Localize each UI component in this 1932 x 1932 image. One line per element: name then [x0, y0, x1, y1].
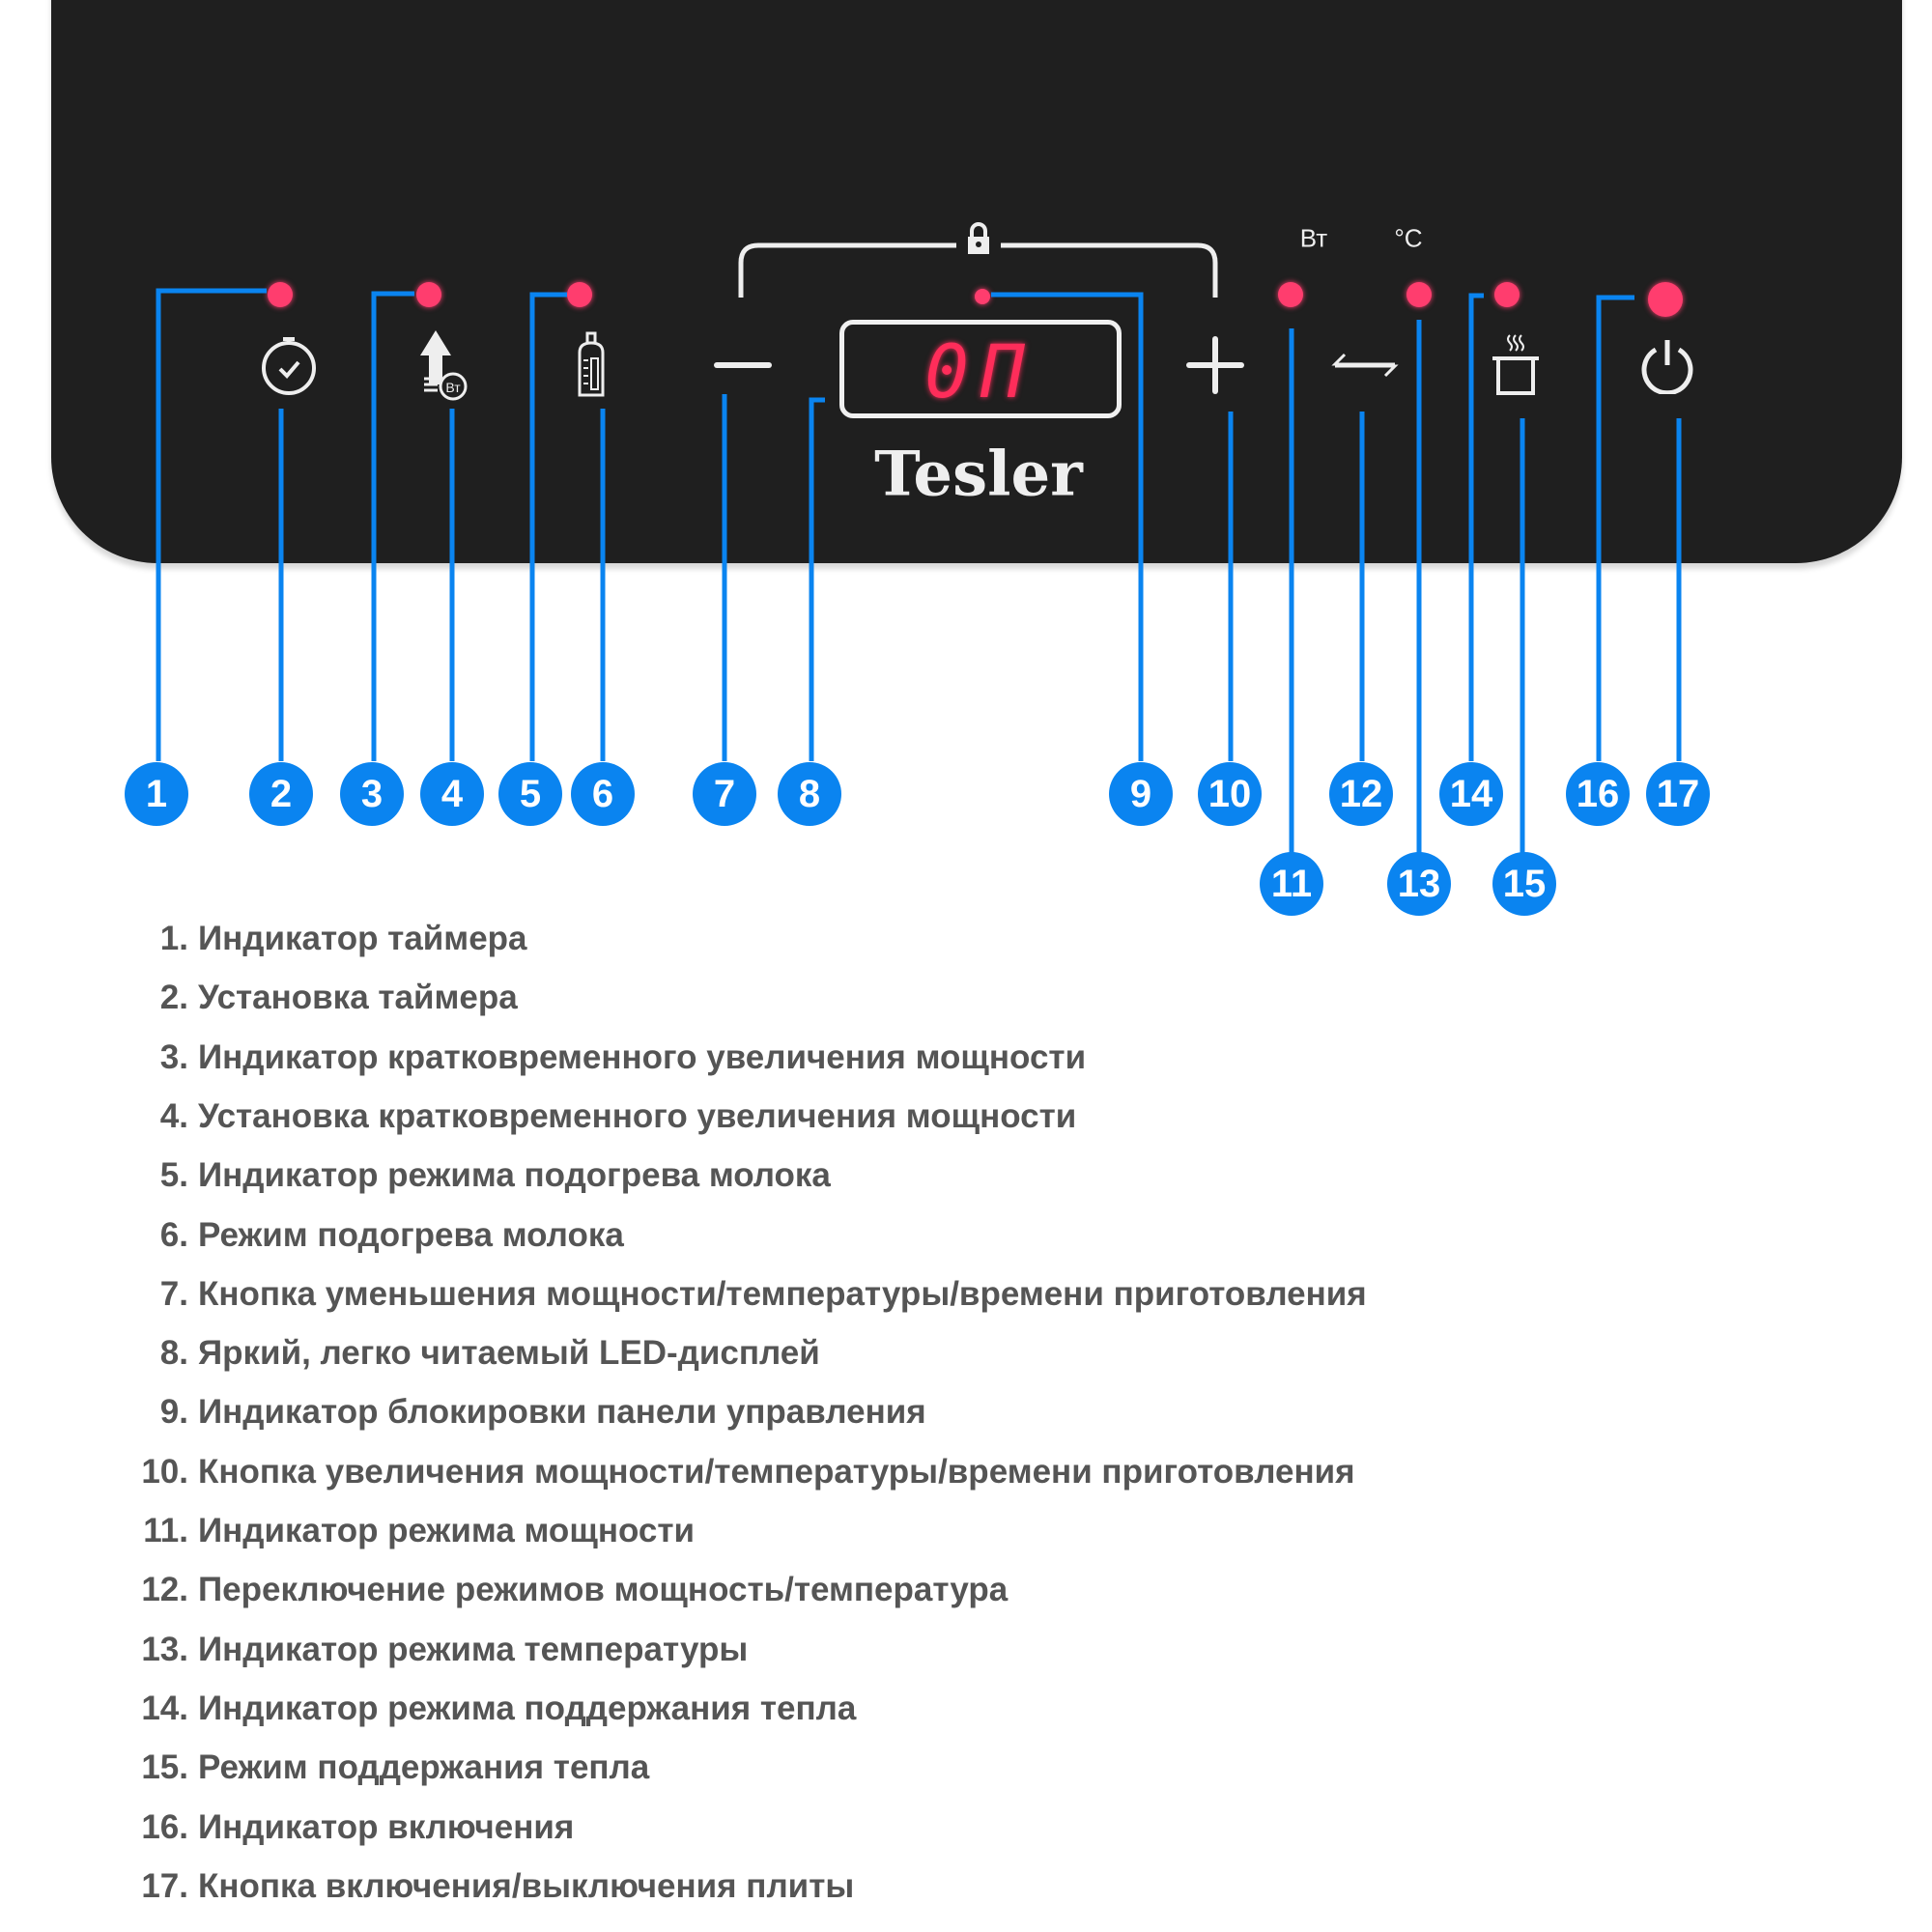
legend-number: 8.	[159, 1334, 188, 1373]
lock-bracket	[738, 242, 1218, 298]
temp-mode-indicator	[1406, 282, 1432, 307]
callout-13: 13	[1387, 852, 1451, 916]
brand-logo: Tesler	[874, 438, 1083, 511]
legend-text: Кнопка уменьшения мощности/температуры/в…	[198, 1274, 1367, 1313]
legend-text: Режим поддержания тепла	[198, 1748, 650, 1787]
legend-text: Индикатор режима поддержания тепла	[198, 1689, 857, 1727]
legend-text: Яркий, легко читаемый LED-дисплей	[198, 1334, 820, 1373]
timer-icon[interactable]	[257, 333, 321, 397]
legend-text: Индикатор кратковременного увеличения мо…	[198, 1037, 1087, 1076]
leader-lines	[156, 288, 1682, 854]
leader-line-14	[1468, 293, 1484, 761]
callout-3: 3	[340, 762, 404, 826]
legend-number: 1.	[159, 920, 188, 957]
lock-indicator	[975, 289, 990, 304]
callout-7: 7	[693, 762, 756, 826]
unit-temp-label: °C	[1394, 223, 1423, 253]
callout-11: 11	[1260, 852, 1323, 916]
callout-17: 17	[1646, 762, 1710, 826]
callout-10: 10	[1198, 762, 1262, 826]
cooktop-control-panel	[51, 0, 1902, 563]
unit-power-label: Вт	[1299, 223, 1328, 253]
callout-15: 15	[1492, 852, 1556, 916]
power-mode-indicator	[1278, 282, 1303, 307]
leader-line-9	[991, 292, 1144, 761]
callout-2: 2	[249, 762, 313, 826]
svg-text:Вт: Вт	[445, 380, 461, 395]
plus-icon[interactable]	[1186, 336, 1244, 394]
legend-text: Кнопка увеличения мощности/температуры/в…	[198, 1452, 1355, 1491]
legend-text: Режим подогрева молока	[198, 1215, 624, 1254]
legend-number: 11.	[143, 1512, 188, 1549]
display-value: 0П	[924, 328, 1037, 414]
callout-4: 4	[420, 762, 484, 826]
leader-line-1	[156, 288, 267, 761]
minus-icon[interactable]	[714, 360, 772, 370]
legend-number: 12.	[141, 1571, 188, 1609]
legend-text: Индикатор режима температуры	[198, 1630, 749, 1668]
callout-6: 6	[571, 762, 635, 826]
legend-number: 15.	[141, 1748, 188, 1787]
legend-number: 6.	[159, 1215, 188, 1254]
legend-number: 3.	[159, 1037, 188, 1076]
legend-number: 2.	[159, 979, 188, 1017]
keep-warm-indicator	[1494, 282, 1520, 307]
boost-indicator	[416, 282, 441, 307]
milk-mode-indicator	[567, 282, 592, 307]
leader-line-16	[1596, 295, 1634, 761]
legend-number: 14.	[141, 1689, 188, 1727]
bottle-icon[interactable]	[572, 331, 611, 399]
legend-number: 7.	[159, 1274, 188, 1313]
leader-line-3	[371, 291, 414, 761]
pot-icon[interactable]	[1489, 333, 1543, 397]
legend-text: Индикатор включения	[198, 1807, 575, 1846]
legend-number: 4.	[159, 1096, 188, 1135]
leader-line-5	[529, 292, 567, 761]
legend-text: Переключение режимов мощность/температур…	[198, 1571, 1009, 1609]
legend-text: Индикатор режима мощности	[198, 1512, 696, 1549]
legend-text: Установка кратковременного увеличения мо…	[198, 1096, 1077, 1135]
callout-16: 16	[1566, 762, 1630, 826]
switch-arrows-icon[interactable]	[1331, 351, 1399, 380]
legend-number: 5.	[159, 1156, 188, 1195]
legend-text: Индикатор таймера	[198, 920, 527, 957]
legend-number: 17.	[141, 1866, 188, 1905]
power-boost-icon[interactable]: Вт	[414, 330, 472, 404]
power-on-indicator	[1648, 282, 1683, 317]
legend-number: 16.	[141, 1807, 188, 1846]
callout-9: 9	[1109, 762, 1173, 826]
lock-icon	[968, 222, 989, 254]
legend-text: Установка таймера	[198, 979, 518, 1017]
legend-text: Индикатор блокировки панели управления	[198, 1393, 926, 1432]
callout-12: 12	[1329, 762, 1393, 826]
legend-text: Индикатор режима подогрева молока	[198, 1156, 831, 1195]
legend-number: 13.	[141, 1630, 188, 1668]
legend-text: Кнопка включения/выключения плиты	[198, 1866, 855, 1905]
legend-number: 9.	[159, 1393, 188, 1432]
callout-8: 8	[778, 762, 841, 826]
legend-number: 10.	[141, 1452, 188, 1491]
power-icon[interactable]	[1638, 336, 1696, 394]
callout-5: 5	[498, 762, 562, 826]
callout-1: 1	[125, 762, 188, 826]
timer-indicator	[268, 282, 293, 307]
callout-14: 14	[1439, 762, 1503, 826]
leader-line-8	[809, 397, 825, 761]
led-display: 0П	[839, 320, 1122, 418]
